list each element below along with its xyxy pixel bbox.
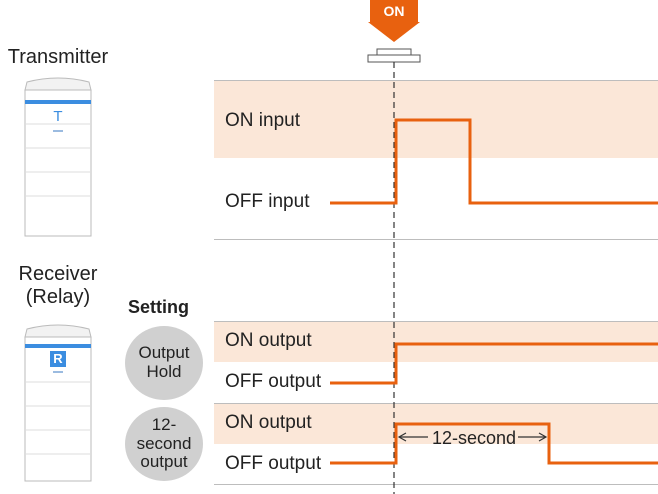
separator-line (214, 239, 658, 240)
receiver-label-line2: (Relay) (25, 286, 91, 308)
separator-line (214, 403, 658, 404)
transmitter-device (24, 77, 92, 237)
setting-output-hold: Output Hold (125, 326, 203, 400)
hold-output-signal-line (330, 342, 658, 385)
receiver-label: Receiver (Relay) (8, 263, 108, 309)
receiver-device (24, 324, 92, 482)
timer-output-signal-line (330, 422, 658, 465)
hold-on-output-label: ON output (225, 330, 312, 351)
separator-line (214, 321, 658, 322)
transmitter-label: Transmitter (7, 46, 109, 68)
duration-label: 12-second (432, 428, 517, 448)
hold-off-output-label: OFF output (225, 371, 322, 392)
separator-line (214, 484, 658, 485)
push-button-icon (367, 48, 421, 63)
receiver-letter: R (53, 351, 63, 366)
input-signal-line (330, 118, 658, 205)
receiver-label-line1: Receiver (18, 263, 98, 285)
timer-on-output-label: ON output (225, 412, 312, 433)
hold-on-band (214, 321, 658, 362)
setting-12-second-output: 12-second output (125, 407, 203, 481)
setting-title: Setting (128, 297, 189, 317)
on-input-label: ON input (225, 110, 300, 131)
on-arrow (368, 0, 420, 42)
separator-line (214, 80, 658, 81)
duration-arrow (397, 432, 548, 442)
on-badge-label: ON (383, 3, 405, 19)
setting-12-second-line1: 12-second (136, 414, 192, 453)
transmitter-letter: T (53, 108, 63, 125)
setting-12-second-line2: output (140, 452, 188, 472)
setting-output-hold-line2: Hold (146, 362, 182, 381)
setting-output-hold-line1: Output (138, 343, 190, 363)
timer-off-output-label: OFF output (225, 453, 322, 474)
off-input-label: OFF input (225, 191, 310, 212)
